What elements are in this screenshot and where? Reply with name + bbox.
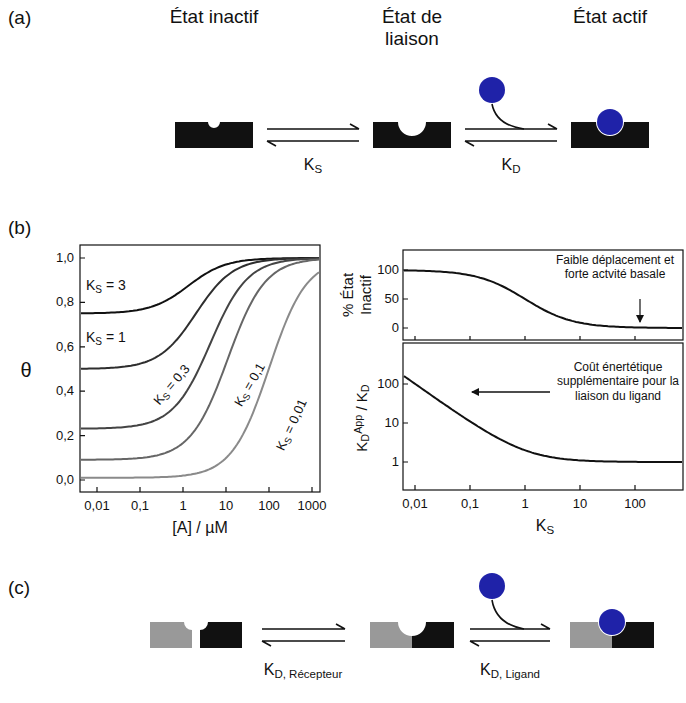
panel-letter: (a) — [8, 8, 31, 29]
axis-title: [A] / µM — [172, 519, 227, 537]
tick-label: 0,01 — [402, 497, 427, 511]
theta-curves — [81, 258, 319, 478]
receptor-state: État actif — [545, 6, 675, 156]
state-heading: État de liaison — [364, 6, 460, 50]
tick-label: 50 — [385, 292, 399, 306]
axis-title: KS — [536, 517, 554, 535]
annotation-arrow — [639, 299, 640, 322]
tick-label: 100 — [377, 263, 399, 277]
tick-label: 10 — [385, 416, 399, 430]
equilibrium-constant: KD, Ligand — [480, 661, 540, 679]
tick-label: 0,8 — [56, 295, 74, 309]
curve-label: KS = 3 — [86, 278, 126, 293]
tick-label: 0,01 — [84, 499, 109, 513]
receptor-dimer — [150, 573, 654, 648]
tick-label: 1 — [392, 455, 399, 469]
axis-title: % État Inactif — [339, 260, 375, 330]
panel-letter: (b) — [8, 218, 31, 239]
ligand-circle — [479, 77, 505, 103]
receptor-shape — [373, 102, 451, 152]
theta-chart-frame — [80, 245, 320, 492]
theta-curve — [81, 259, 319, 429]
annotation: Faible déplacement et forte actvité basa… — [552, 253, 678, 282]
tick-label: 1000 — [298, 499, 327, 513]
tick-label: 1,0 — [56, 251, 74, 265]
tick-label: 100 — [258, 499, 280, 513]
annotation: Coût énertétique supplémentaire pour la … — [556, 360, 680, 403]
inactive-chart-frame — [403, 250, 683, 340]
curve-label: KS = 0,3 — [151, 362, 193, 408]
theta-curve — [81, 272, 319, 478]
receptor-shape — [571, 102, 649, 152]
equilibrium-arrow — [267, 124, 359, 146]
tick-label: 0 — [392, 321, 399, 335]
curve-label: KS = 0,01 — [274, 397, 310, 453]
tick-label: 100 — [624, 497, 646, 511]
theta-curve — [81, 258, 319, 369]
equilibrium-arrow — [465, 124, 557, 146]
state-heading: État actif — [562, 6, 658, 28]
panel-letter: (c) — [8, 578, 30, 599]
curve-label: KS = 1 — [86, 330, 126, 345]
state-heading: État inactif — [166, 6, 262, 28]
tick-label: 1 — [521, 497, 528, 511]
tick-label: 0,1 — [131, 499, 149, 513]
receptor-state: État de liaison — [347, 6, 477, 156]
tick-label: 0,1 — [461, 497, 479, 511]
receptor-state: État inactif — [149, 6, 279, 156]
tick-label: 10 — [219, 499, 233, 513]
right-curves — [404, 270, 682, 462]
receptor-shape — [175, 102, 253, 152]
tick-label: 0,0 — [56, 473, 74, 487]
axis-title: θ — [20, 359, 31, 381]
equilibrium-constant: KS — [304, 156, 322, 174]
tick-label: 0,6 — [56, 340, 74, 354]
tick-label: 100 — [377, 377, 399, 391]
equilibrium-arrows — [262, 624, 550, 646]
theta-curve — [81, 258, 319, 313]
annotation-arrow — [472, 391, 550, 392]
equilibrium-constant: KD — [502, 156, 521, 174]
tick-label: 1 — [179, 499, 186, 513]
kd-ratio-chart-frame — [403, 343, 683, 490]
tick-label: 0,2 — [56, 428, 74, 442]
binding-curve — [492, 104, 524, 129]
axis-title: KDApp / KD — [354, 384, 371, 451]
equilibrium-constant: KD, Récepteur — [264, 661, 343, 679]
theta-curve — [81, 260, 319, 460]
tick-label: 0,4 — [56, 384, 74, 398]
tick-label: 10 — [573, 497, 587, 511]
